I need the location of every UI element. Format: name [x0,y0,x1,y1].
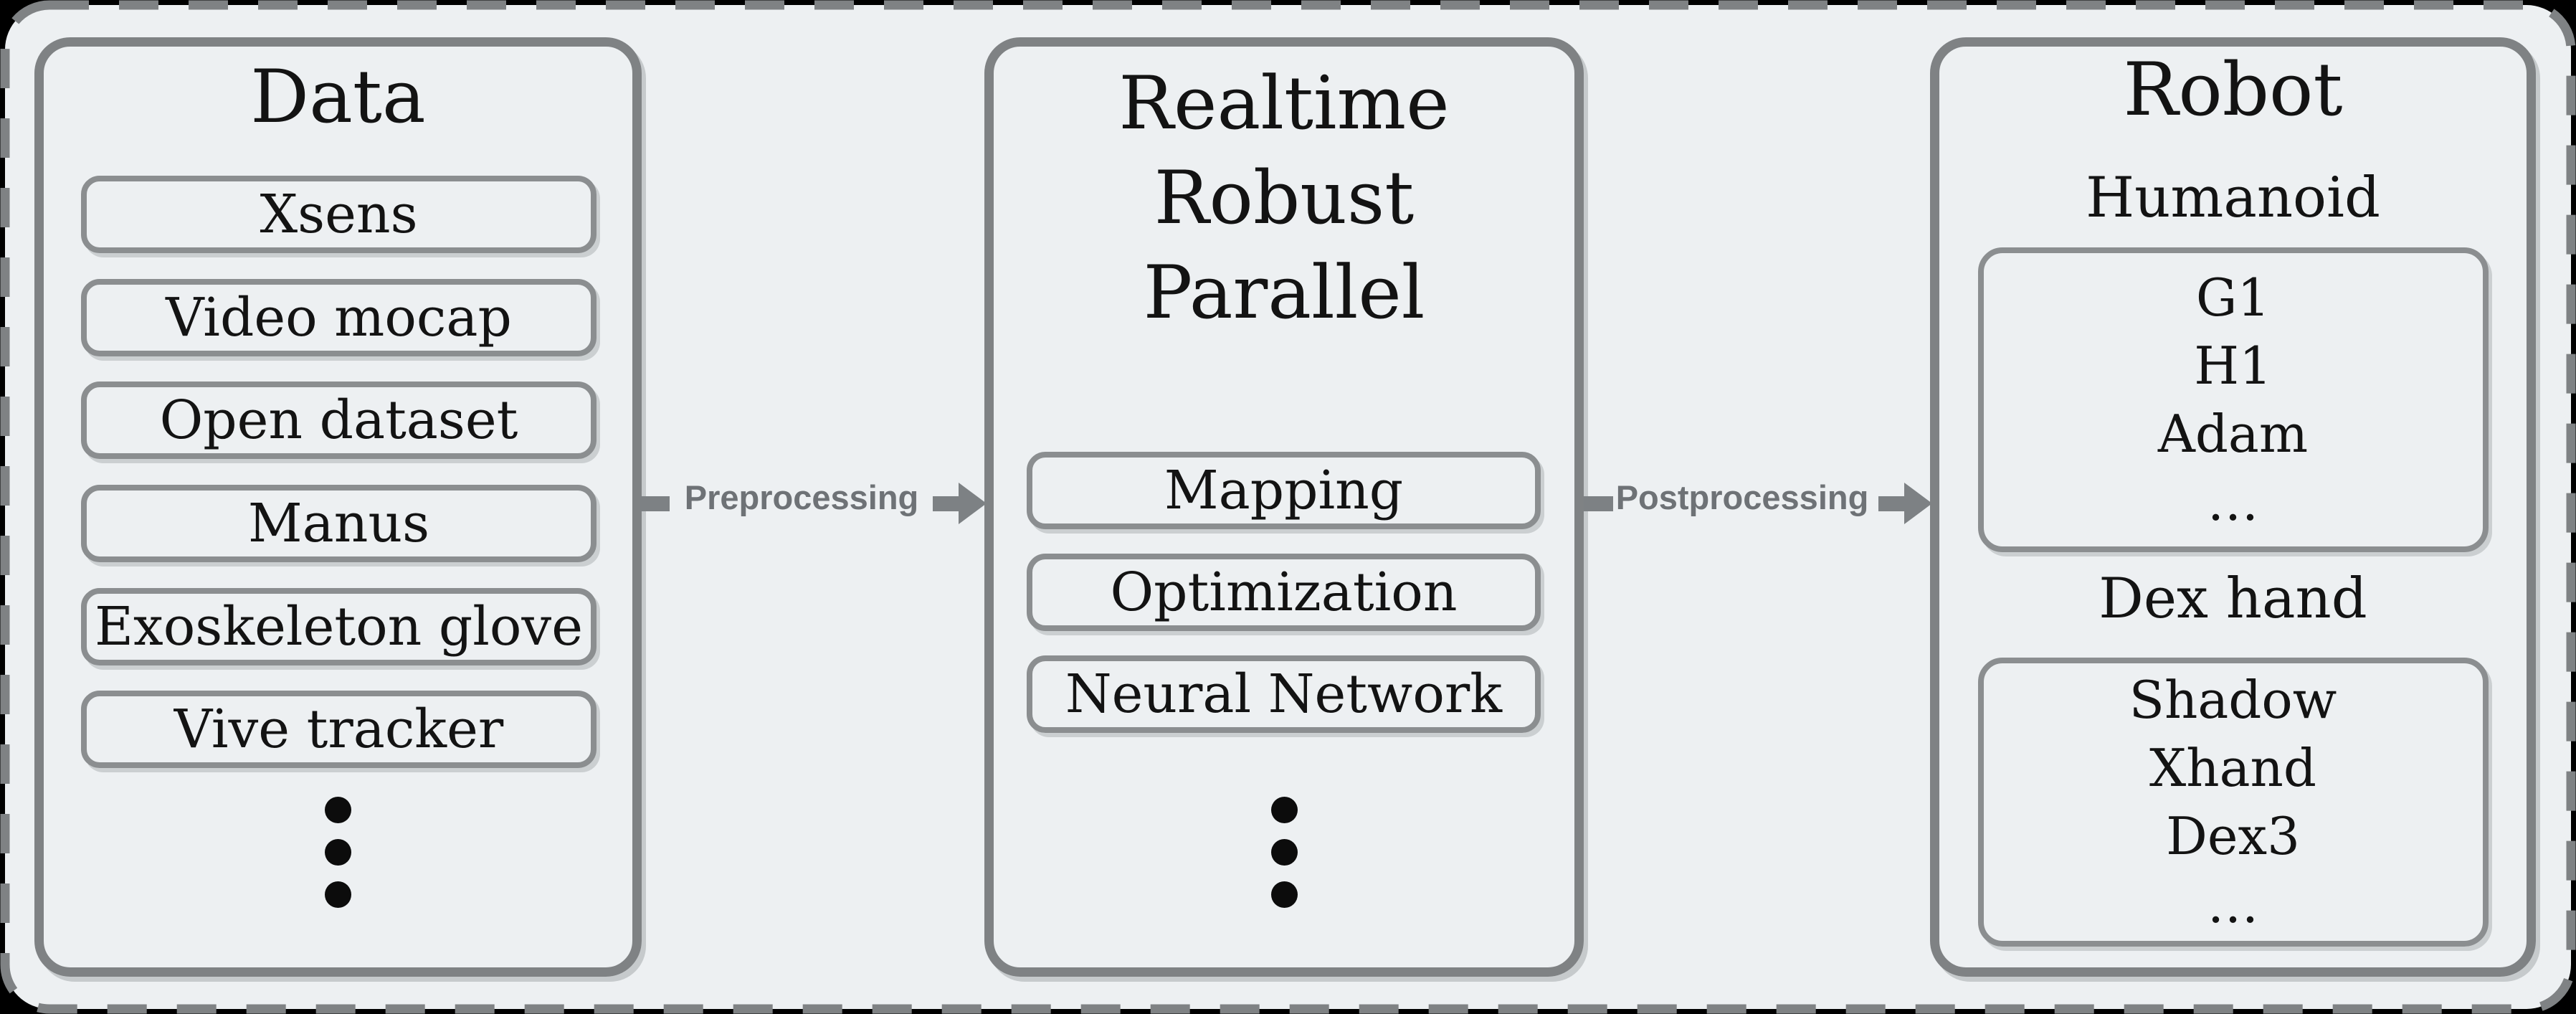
dex-hands-box: Shadow Xhand Dex3 … [1977,658,2489,947]
data-source-box-xsens: Xsens [81,176,597,253]
humanoid-robots-box: G1 H1 Adam … [1977,247,2489,552]
preprocessing-label: Preprocessing [684,478,919,516]
dex-hand-group-label: Dex hand [2099,567,2367,631]
data-source-box-vive-tracker: Vive tracker [81,691,597,768]
processing-title-line: Parallel [1143,250,1425,336]
arrow-head-icon [1904,483,1932,524]
postprocessing-label: Postprocessing [1615,478,1869,516]
processing-method-box-neural-network: Neural Network [1027,655,1541,733]
data-source-box-manus: Manus [81,485,597,562]
postprocessing-arrow-shaft [1878,496,1906,511]
preprocessing-flow-stub [640,496,670,511]
processing-panel: Realtime Robust Parallel Mapping Optimiz… [984,37,1584,977]
processing-method-label: Neural Network [1065,663,1503,725]
data-panel: Data Xsens Video mocap Open dataset Manu… [34,37,642,977]
hand-model-item: Xhand [2149,737,2316,798]
hand-model-ellipsis: … [2207,873,2259,934]
robot-model-item: H1 [2194,335,2272,396]
robot-panel-title: Robot [2123,47,2343,133]
data-source-label: Xsens [260,184,418,245]
vertical-ellipsis-icon [994,797,1574,908]
data-source-label: Vive tracker [174,698,504,760]
data-source-box-open-dataset: Open dataset [81,382,597,459]
processing-method-label: Optimization [1110,562,1458,623]
data-panel-title: Data [250,55,426,140]
data-source-box-video-mocap: Video mocap [81,279,597,356]
processing-method-box-optimization: Optimization [1027,554,1541,631]
ellipsis-dot [325,881,351,908]
ellipsis-dot [325,797,351,823]
processing-panel-title: Realtime Robust Parallel [994,57,1574,341]
ellipsis-dot [1270,839,1298,866]
humanoid-group-label: Humanoid [2086,166,2380,230]
processing-method-box-mapping: Mapping [1027,452,1541,529]
data-source-label: Video mocap [166,287,512,349]
hand-model-item: Dex3 [2166,805,2300,866]
ellipsis-dot [1270,797,1298,823]
postprocessing-flow-stub [1584,496,1613,511]
preprocessing-arrow-shaft [933,496,960,511]
robot-model-item: G1 [2195,267,2271,328]
ellipsis-dot [1270,881,1298,908]
ellipsis-dot [325,839,351,866]
data-source-label: Manus [247,493,430,554]
robot-model-ellipsis: … [2207,471,2259,532]
processing-title-line: Robust [1154,156,1415,241]
vertical-ellipsis-icon [44,797,632,908]
robot-model-item: Adam [2157,403,2309,464]
processing-method-label: Mapping [1164,460,1404,521]
data-source-label: Exoskeleton glove [94,596,584,658]
data-source-box-exoskeleton-glove: Exoskeleton glove [81,588,597,665]
processing-title-line: Realtime [1118,61,1450,146]
arrow-head-icon [959,483,987,524]
hand-model-item: Shadow [2129,669,2337,730]
data-source-label: Open dataset [159,389,518,451]
robot-panel: Robot Humanoid G1 H1 Adam … Dex hand Sha… [1930,37,2536,977]
